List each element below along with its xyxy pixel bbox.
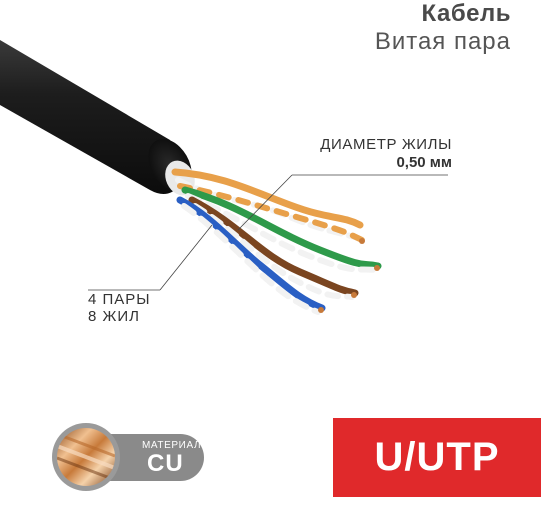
- cable-type-label: U/UTP: [374, 435, 500, 479]
- callout-line-diameter: [237, 174, 448, 231]
- material-value: CU: [147, 450, 184, 477]
- callout-diameter-label: ДИАМЕТР ЖИЛЫ: [320, 136, 452, 153]
- twisted-pair-blue: [176, 196, 326, 315]
- title-block: Кабель Витая пара: [375, 2, 511, 54]
- product-subtitle: Витая пара: [374, 28, 511, 55]
- callout-diameter-value: 0,50 мм: [396, 154, 452, 172]
- product-title: Кабель: [421, 0, 511, 27]
- callout-wires-count: 8 ЖИЛ: [88, 307, 140, 325]
- cable-type-badge: U/UTP: [333, 418, 541, 497]
- callout-pairs: 4 ПАРЫ 8 ЖИЛ: [88, 291, 151, 325]
- copper-wire-icon: [52, 423, 120, 491]
- twisted-pair-orange: [171, 168, 365, 244]
- twisted-pair-brown: [188, 196, 359, 300]
- callout-diameter: ДИАМЕТР ЖИЛЫ 0,50 мм: [300, 136, 452, 172]
- material-caption: МАТЕРИАЛ:: [142, 440, 205, 451]
- callout-line-pairs: [88, 224, 213, 291]
- material-badge: МАТЕРИАЛ: CU: [52, 423, 204, 491]
- twisted-pair-green: [181, 186, 382, 273]
- callout-pairs-count: 4 ПАРЫ: [88, 291, 151, 308]
